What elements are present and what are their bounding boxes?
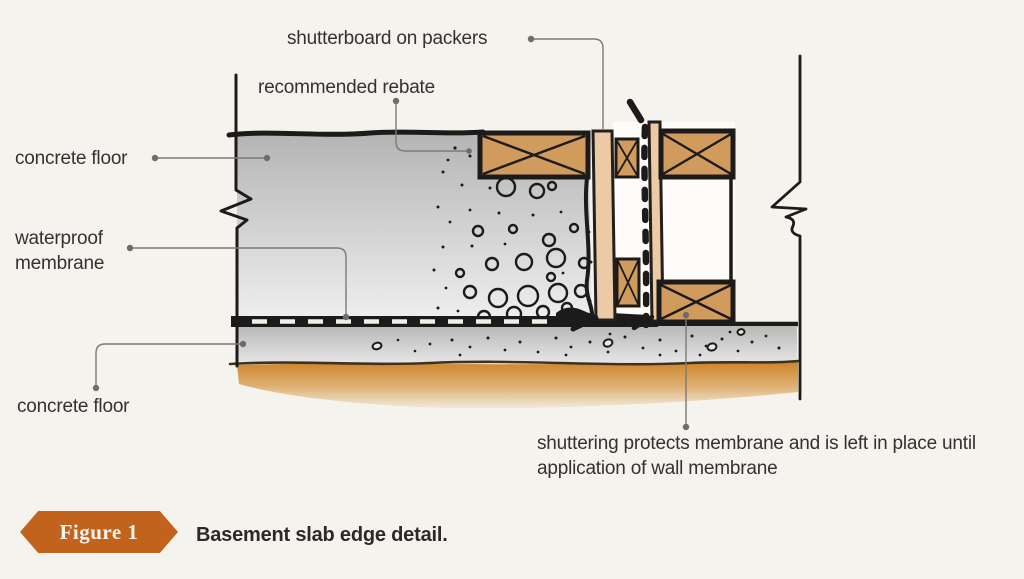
soil-hatch	[228, 359, 800, 409]
leader-lines	[95, 38, 687, 426]
wall-break-line	[770, 54, 808, 401]
timber-wall-battens	[656, 128, 736, 325]
packers	[614, 137, 641, 308]
leader-dots	[92, 35, 690, 431]
blinding-layer	[237, 327, 797, 362]
label-recommended-rebate: recommended rebate	[258, 77, 436, 98]
label-waterproof-membrane: waterproof membrane	[15, 228, 105, 275]
figure-badge: Figure 1	[20, 511, 178, 553]
slab-break-line	[219, 73, 253, 368]
rebate-timber-block	[477, 130, 591, 180]
label-concrete-floor-upper: concrete floor	[15, 148, 128, 169]
label-shutterboard: shutterboard on packers	[287, 28, 488, 49]
label-concrete-floor-lower: concrete floor	[17, 396, 130, 417]
slab-outline	[226, 129, 595, 318]
figure-caption: Basement slab edge detail.	[196, 524, 448, 546]
vertical-membrane-dashes	[626, 98, 650, 334]
shutterboard-left	[570, 129, 617, 332]
label-shuttering-note: shuttering protects membrane and is left…	[537, 433, 976, 480]
